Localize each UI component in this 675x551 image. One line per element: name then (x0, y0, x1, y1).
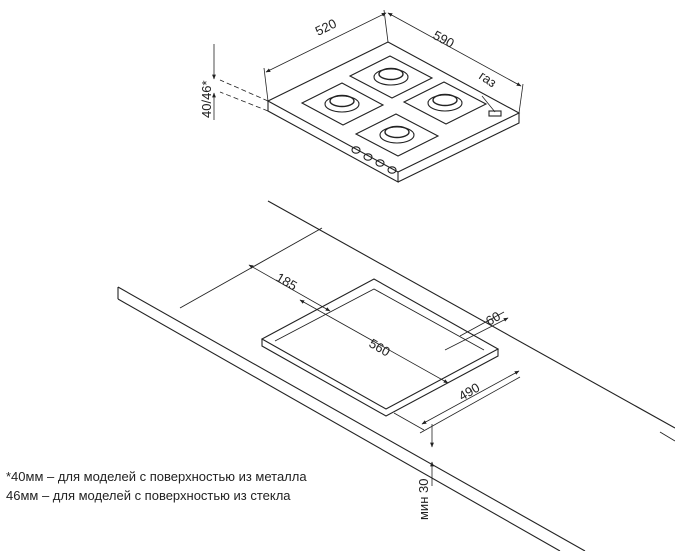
countertop-front-bottom-edge (117, 298, 561, 551)
burner-right (402, 81, 488, 125)
dim-min-thickness: мин 30 (416, 479, 431, 520)
gas-inlet (488, 110, 502, 117)
hob-right-edge (397, 113, 520, 183)
hob-drawing (212, 9, 524, 183)
burner-left (300, 82, 385, 126)
burner-front (354, 113, 440, 157)
countertop-front-top-edge (117, 286, 586, 551)
dim-hob-width: 520 (313, 16, 339, 39)
dim-hob-depth: 590 (431, 27, 457, 50)
hob-front-edge (267, 101, 399, 183)
note-metal-models: *40мм – для моделей с поверхностью из ме… (6, 469, 307, 484)
dim-cutout-side-offset: 60 (483, 308, 503, 328)
countertop-drawing (117, 200, 675, 551)
label-gas: газ (476, 68, 499, 90)
dim-hob-height: 40/46* (199, 80, 214, 118)
control-knobs (351, 146, 397, 174)
note-glass-models: 46мм – для моделей с поверхностью из сте… (6, 488, 291, 503)
dim-cutout-front-offset: 185 (274, 270, 300, 294)
countertop-back-edge (267, 200, 675, 429)
